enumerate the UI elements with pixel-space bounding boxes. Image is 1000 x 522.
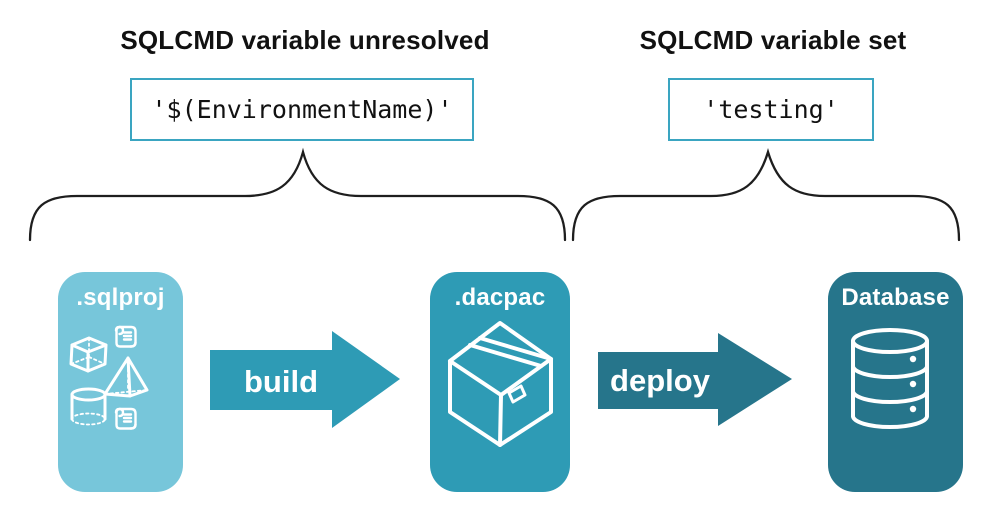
heading-sqlcmd-unresolved: SQLCMD variable unresolved [120, 25, 490, 55]
package-icon [448, 321, 553, 447]
pyramid-icon [103, 356, 149, 398]
right-brace [571, 148, 961, 242]
code-box-set: 'testing' [668, 78, 874, 141]
sql-objects-icon [69, 325, 149, 430]
code-text-unresolved: '$(EnvironmentName)' [151, 95, 453, 124]
node-sqlproj-label: .sqlproj [76, 284, 165, 311]
deploy-arrow-label: deploy [610, 363, 711, 398]
deploy-arrow [598, 333, 792, 426]
script-scroll-icon [114, 325, 137, 348]
left-brace [28, 147, 567, 242]
cube-icon [69, 336, 108, 373]
heading-sqlcmd-set: SQLCMD variable set [639, 25, 907, 55]
build-arrow [210, 331, 400, 428]
build-arrow-label: build [244, 364, 318, 399]
node-database-label: Database [841, 284, 950, 311]
node-dacpac-label: .dacpac [454, 284, 546, 311]
code-text-set: 'testing' [703, 95, 839, 124]
cylinder-icon [70, 387, 107, 426]
node-sqlproj: .sqlproj [58, 272, 183, 492]
node-dacpac: .dacpac [430, 272, 570, 492]
code-box-unresolved: '$(EnvironmentName)' [130, 78, 474, 141]
node-database: Database [828, 272, 963, 492]
database-icon [851, 328, 929, 429]
script-scroll-icon [114, 407, 137, 430]
